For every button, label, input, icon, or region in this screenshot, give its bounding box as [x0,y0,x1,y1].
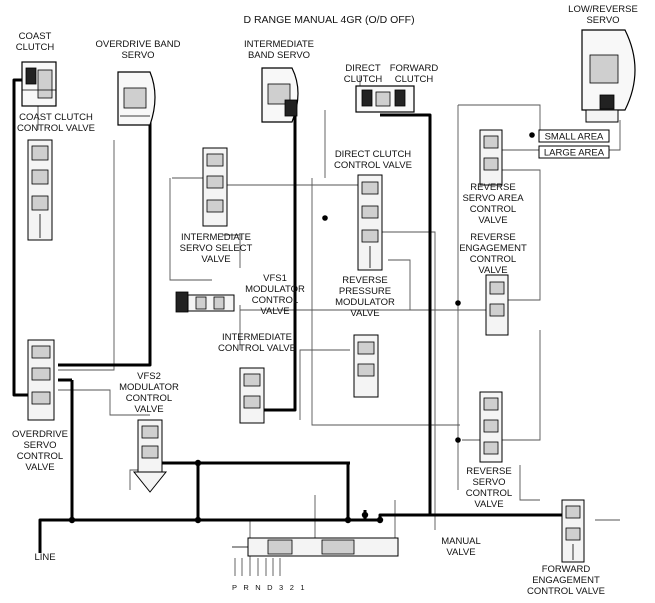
line-label: LINE [34,552,55,563]
reverse-pressure-modulator-valve-label-1: REVERSE [342,275,387,286]
overdrive-servo-control-valve-label-2: SERVO [23,440,56,451]
reverse-pressure-modulator-valve-body [353,334,379,398]
overdrive-servo-control-valve-body [27,339,55,421]
coast-clutch-control-valve-body [27,139,53,241]
vfs2-modulator-control-valve-label-3: CONTROL [126,393,172,404]
coast-clutch [21,61,57,107]
forward-engagement-control-valve-label-3: CONTROL VALVE [527,586,605,597]
intermediate-control-valve-label-2: CONTROL VALVE [218,343,296,354]
vfs1-modulator-control-valve-label-4: VALVE [260,306,289,317]
intermediate-servo-select-valve-label-1: INTERMEDIATE [181,232,251,243]
coast-clutch-label-1: COAST [19,31,52,42]
intermediate-servo-select-valve-body [202,147,228,227]
vfs1-modulator-control-valve-label-2: MODULATOR [245,284,305,295]
reverse-pressure-modulator-valve-label-3: MODULATOR [335,297,395,308]
thin-circuit-lines [37,75,621,560]
low-reverse-servo-label-2: SERVO [586,15,619,26]
reverse-servo-control-valve-label-4: VALVE [474,499,503,510]
vfs1-modulator-control-valve-label-1: VFS1 [263,273,287,284]
intermediate-servo-select-valve-label-2: SERVO SELECT [180,243,253,254]
vfs2-modulator-control-valve-body [132,419,168,493]
reverse-engagement-control-valve-label-2: ENGAGEMENT [459,243,527,254]
forward-engagement-control-valve-label-2: ENGAGEMENT [532,575,600,586]
low-reverse-servo [581,29,636,123]
overdrive-band-servo-label-1: OVERDRIVE BAND [96,39,181,50]
small-area-label: SMALL AREA [545,132,604,143]
intermediate-control-valve-label-1: INTERMEDIATE [222,332,292,343]
shift-position-ticks [234,558,281,576]
coast-clutch-control-valve-label-1: COAST CLUTCH [19,112,93,123]
intermediate-servo-select-valve-label-3: VALVE [201,254,230,265]
direct-clutch-control-valve-body [357,174,383,271]
reverse-engagement-control-valve-label-1: REVERSE [470,232,515,243]
direct-clutch-label-1: DIRECT [345,63,381,74]
reverse-servo-area-control-valve-body [479,129,503,186]
direct-clutch-label-2: CLUTCH [344,74,383,85]
overdrive-band-servo [117,71,156,126]
manual-valve-body [232,537,399,576]
reverse-pressure-modulator-valve-label-2: PRESSURE [339,286,391,297]
diagram-title: D RANGE MANUAL 4GR (O/D OFF) [243,14,414,26]
overdrive-band-servo-label-2: SERVO [121,50,154,61]
direct-forward-clutch [355,85,415,113]
intermediate-band-servo-label-2: BAND SERVO [248,50,310,61]
forward-engagement-control-valve-body [561,499,585,563]
reverse-servo-control-valve-label-1: REVERSE [466,466,511,477]
reverse-servo-area-control-valve-label-2: SERVO AREA [462,193,524,204]
large-area-box: LARGE AREA [538,145,610,159]
reverse-servo-control-valve-label-2: SERVO [472,477,505,488]
intermediate-band-servo [261,67,299,123]
reverse-pressure-modulator-valve-label-4: VALVE [350,308,379,319]
forward-clutch-label-2: CLUTCH [395,74,434,85]
manual-valve-label-1: MANUAL [441,536,481,547]
forward-clutch-label-1: FORWARD [390,63,439,74]
coast-clutch-control-valve-label-2: CONTROL VALVE [17,123,95,134]
intermediate-band-servo-label-1: INTERMEDIATE [244,39,314,50]
large-area-label: LARGE AREA [544,148,605,159]
small-area-box: SMALL AREA [538,129,610,143]
overdrive-servo-control-valve-label-1: OVERDRIVE [12,429,68,440]
manual-valve-label-2: VALVE [446,547,475,558]
shift-positions-label: P R N D 3 2 1 [232,583,307,592]
forward-engagement-control-valve-label-1: FORWARD [542,564,591,575]
reverse-servo-area-control-valve-label-4: VALVE [478,215,507,226]
overdrive-servo-control-valve-label-3: CONTROL [17,451,63,462]
low-reverse-servo-label-1: LOW/REVERSE [568,4,638,15]
vfs2-modulator-control-valve-label-4: VALVE [134,404,163,415]
reverse-servo-area-control-valve-label-3: CONTROL [470,204,516,215]
coast-clutch-label-2: CLUTCH [16,42,55,53]
reverse-servo-control-valve-label-3: CONTROL [466,488,512,499]
reverse-engagement-control-valve-label-4: VALVE [478,265,507,276]
vfs2-modulator-control-valve-label-2: MODULATOR [119,382,179,393]
vfs2-modulator-control-valve-label-1: VFS2 [137,371,161,382]
vfs1-modulator-control-valve-label-3: CONTROL [252,295,298,306]
reverse-servo-control-valve-body [479,391,503,463]
reverse-engagement-control-valve-label-3: CONTROL [470,254,516,265]
vfs1-modulator-control-valve-body [175,291,235,313]
reverse-servo-area-control-valve-label-1: REVERSE [470,182,515,193]
reverse-engagement-control-valve-body [485,274,509,336]
overdrive-servo-control-valve-label-4: VALVE [25,462,54,473]
direct-clutch-control-valve-label-1: DIRECT CLUTCH [335,149,411,160]
direct-clutch-control-valve-label-2: CONTROL VALVE [334,160,412,171]
junction-dots [68,132,535,524]
intermediate-control-valve-body [239,367,265,424]
